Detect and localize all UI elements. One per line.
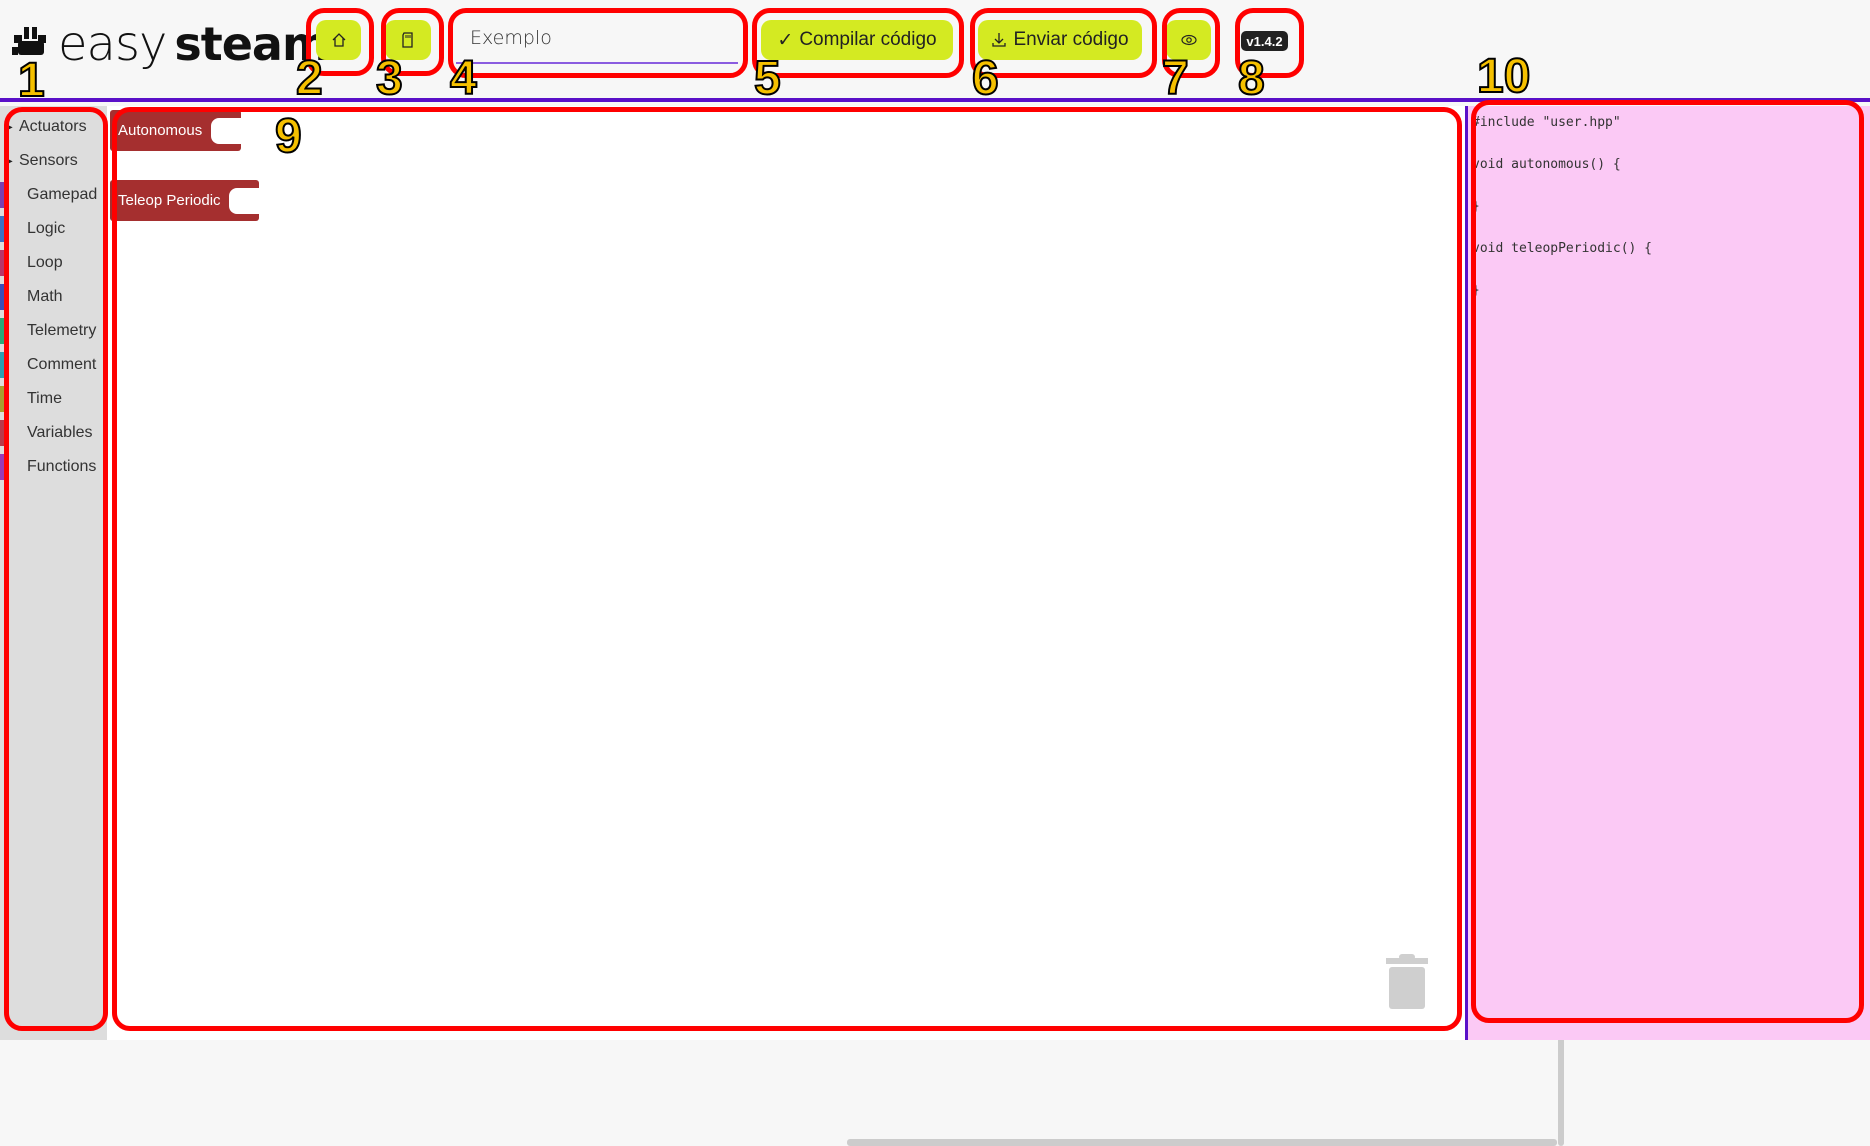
trash-icon[interactable] — [1386, 954, 1430, 1010]
sidebar-item-label: Functions — [27, 458, 97, 475]
sidebar-item-label: Gamepad — [27, 186, 98, 203]
sidebar-item-label: Comment — [27, 356, 97, 373]
sidebar-item-actuators[interactable]: ▶ Actuators — [0, 110, 107, 144]
send-code-button[interactable]: Enviar código — [978, 20, 1142, 60]
sidebar-item-label: Time — [27, 390, 62, 407]
download-icon — [992, 33, 1007, 47]
eye-icon — [1180, 34, 1197, 46]
horizontal-scrollbar[interactable] — [847, 1139, 1557, 1146]
logo: easy steam — [12, 16, 330, 72]
sidebar-item-functions[interactable]: Functions — [0, 450, 107, 484]
check-icon: ✓ — [777, 29, 794, 51]
version-badge: v1.4.2 — [1241, 31, 1288, 51]
expand-arrow-icon: ▶ — [5, 155, 13, 167]
category-color-bar — [0, 182, 4, 208]
compile-label: Compilar código — [799, 29, 937, 50]
category-color-bar — [0, 386, 4, 412]
sidebar-item-time[interactable]: Time — [0, 382, 107, 416]
sidebar-item-label: Actuators — [19, 118, 87, 135]
header: easy steam ✓ Compilar código Enviar códi… — [0, 0, 1870, 102]
block-label: Autonomous — [118, 122, 203, 139]
category-color-bar — [0, 216, 4, 242]
sidebar-item-label: Loop — [27, 254, 63, 271]
expand-arrow-icon: ▶ — [5, 121, 13, 133]
blocks-workspace[interactable] — [107, 106, 1564, 1146]
sidebar-item-comment[interactable]: Comment — [0, 348, 107, 382]
category-color-bar — [0, 284, 4, 310]
project-name-input[interactable] — [456, 14, 738, 64]
sidebar-item-loop[interactable]: Loop — [0, 246, 107, 280]
generated-code-panel: #include "user.hpp" void autonomous() { … — [1465, 106, 1870, 1040]
sidebar-item-sensors[interactable]: ▶ Sensors — [0, 144, 107, 178]
home-icon — [332, 33, 345, 47]
home-button[interactable] — [316, 20, 361, 60]
category-color-bar — [0, 454, 4, 480]
compile-button[interactable]: ✓ Compilar código — [761, 20, 953, 60]
preview-button[interactable] — [1166, 20, 1211, 60]
sd-card-button[interactable] — [385, 20, 431, 60]
category-color-bar — [0, 352, 4, 378]
sidebar-item-telemetry[interactable]: Telemetry — [0, 314, 107, 348]
sidebar-item-label: Logic — [27, 220, 66, 237]
block-slot — [211, 118, 241, 144]
block-teleop-periodic[interactable]: Teleop Periodic — [110, 180, 259, 221]
sidebar-item-label: Math — [27, 288, 63, 305]
sidebar-item-label: Telemetry — [27, 322, 97, 339]
logo-steam: steam — [174, 17, 330, 71]
category-color-bar — [0, 420, 4, 446]
logo-easy: easy — [58, 16, 167, 72]
block-autonomous[interactable]: Autonomous — [110, 110, 241, 151]
sidebar-item-label: Sensors — [19, 152, 78, 169]
send-code-label: Enviar código — [1013, 29, 1129, 50]
robot-logo-icon — [12, 27, 46, 55]
sidebar-item-logic[interactable]: Logic — [0, 212, 107, 246]
block-slot — [229, 188, 259, 214]
category-color-bar — [0, 318, 4, 344]
sidebar-item-variables[interactable]: Variables — [0, 416, 107, 450]
sidebar-item-math[interactable]: Math — [0, 280, 107, 314]
sidebar-item-gamepad[interactable]: Gamepad — [0, 178, 107, 212]
block-label: Teleop Periodic — [118, 192, 221, 209]
category-color-bar — [0, 250, 4, 276]
sidebar-item-label: Variables — [27, 424, 93, 441]
sd-card-icon — [402, 32, 413, 48]
